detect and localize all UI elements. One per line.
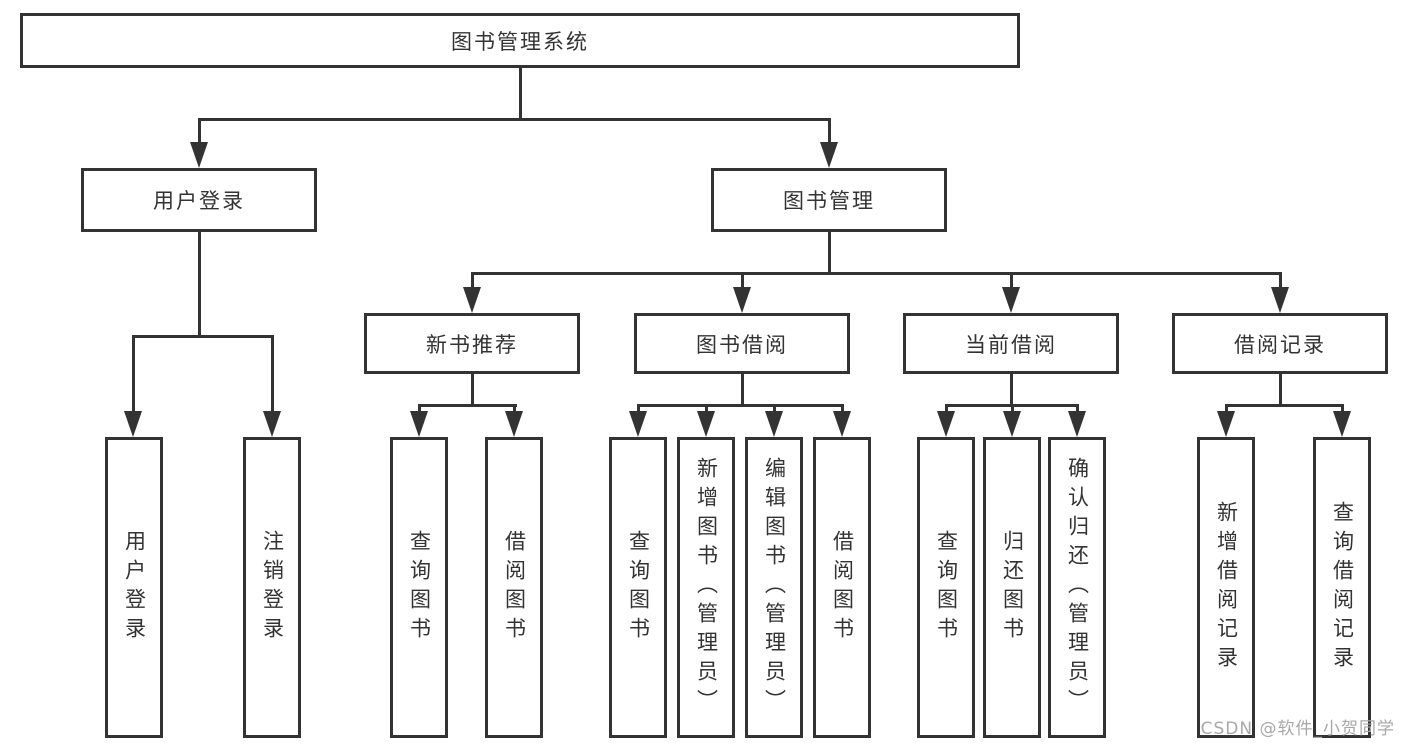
leaf-label: 查询图书 (407, 529, 432, 646)
node-label: 新书推荐 (426, 332, 518, 357)
leaf-label: 查询借阅记录 (1330, 500, 1355, 675)
connector-level3-stem (741, 272, 744, 290)
node-library-management-system: 图书管理系统 (20, 13, 1020, 68)
connector-user-login-stem (198, 118, 201, 146)
connector-user-login-stub (198, 232, 201, 338)
arrow-down-icon (765, 411, 783, 437)
node-label: 图书管理系统 (451, 29, 589, 54)
node-new-book-recommend: 新书推荐 (364, 313, 580, 374)
connector-book-borrow-bar (637, 404, 844, 407)
arrow-down-icon (1217, 411, 1235, 437)
leaf-query-books-recommend: 查询图书 (390, 437, 448, 738)
connector-root-bar (198, 118, 831, 121)
arrow-down-icon (820, 142, 838, 168)
arrow-down-icon (1068, 411, 1086, 437)
connector-book-management-stem (828, 118, 831, 146)
node-book-management: 图书管理 (711, 168, 947, 232)
node-label: 当前借阅 (965, 332, 1057, 357)
connector-level3-stem (1279, 272, 1282, 290)
arrow-down-icon (1333, 411, 1351, 437)
node-label: 用户登录 (153, 189, 245, 213)
leaf-label: 用户登录 (122, 529, 147, 646)
leaf-label: 借阅图书 (830, 529, 855, 646)
leaf-label: 借阅图书 (502, 529, 527, 646)
leaf-label: 查询图书 (626, 529, 651, 646)
leaf-logout: 注销登录 (243, 437, 301, 738)
connector-leaf-stem (1076, 404, 1079, 416)
node-borrow-records: 借阅记录 (1172, 313, 1388, 374)
arrow-down-icon (505, 411, 523, 437)
leaf-label: 编辑图书（管理员） (762, 457, 787, 718)
leaf-add-book-admin: 新增图书（管理员） (677, 437, 735, 738)
connector-user-login-bar (132, 335, 274, 338)
node-label: 图书管理 (783, 189, 875, 213)
leaf-label: 注销登录 (260, 529, 285, 646)
leaf-label: 新增图书（管理员） (694, 457, 719, 718)
connector-leaf-stem (705, 404, 708, 416)
arrow-down-icon (124, 411, 142, 437)
node-label: 图书借阅 (696, 332, 788, 357)
arrow-down-icon (629, 411, 647, 437)
csdn-watermark: CSDN @软件_小贺同学 (1200, 719, 1395, 739)
connector-new-book-stub (471, 374, 474, 407)
arrow-down-icon (263, 411, 281, 437)
connector-borrow-records-stub (1279, 374, 1282, 407)
leaf-borrow-books: 借阅图书 (813, 437, 871, 738)
leaf-label: 查询图书 (934, 529, 959, 646)
leaf-return-books: 归还图书 (983, 437, 1041, 738)
connector-leaf-stem (945, 404, 948, 416)
leaf-query-books-borrow: 查询图书 (609, 437, 667, 738)
arrow-down-icon (1003, 411, 1021, 437)
connector-book-borrow-stub (741, 374, 744, 407)
arrow-down-icon (410, 411, 428, 437)
leaf-label: 确认归还（管理员） (1065, 457, 1090, 718)
connector-root-stub (519, 66, 522, 119)
arrow-down-icon (1271, 287, 1289, 313)
connector-current-borrow-stub (1010, 374, 1013, 407)
arrow-down-icon (190, 142, 208, 168)
connector-book-management-stub (828, 232, 831, 275)
leaf-query-books-current: 查询图书 (917, 437, 975, 738)
connector-level3-stem (1010, 272, 1013, 290)
arrow-down-icon (463, 287, 481, 313)
leaf-query-borrow-record: 查询借阅记录 (1313, 437, 1371, 738)
connector-leaf-stem (271, 335, 274, 413)
connector-new-book-bar (418, 404, 517, 407)
node-user-login: 用户登录 (81, 168, 317, 232)
connector-leaf-stem (1225, 404, 1228, 416)
node-current-borrow: 当前借阅 (903, 313, 1119, 374)
connector-leaf-stem (1011, 404, 1014, 416)
leaf-user-login: 用户登录 (105, 437, 163, 738)
connector-borrow-records-bar (1225, 404, 1344, 407)
arrow-down-icon (937, 411, 955, 437)
node-book-borrow: 图书借阅 (634, 313, 850, 374)
connector-leaf-stem (513, 404, 516, 416)
connector-leaf-stem (773, 404, 776, 416)
arrow-down-icon (1002, 287, 1020, 313)
leaf-edit-book-admin: 编辑图书（管理员） (745, 437, 803, 738)
connector-leaf-stem (1341, 404, 1344, 416)
node-label: 借阅记录 (1234, 332, 1326, 357)
leaf-borrow-books-recommend: 借阅图书 (485, 437, 543, 738)
connector-leaf-stem (841, 404, 844, 416)
connector-leaf-stem (418, 404, 421, 416)
arrow-down-icon (697, 411, 715, 437)
leaf-label: 归还图书 (1000, 529, 1025, 646)
arrow-down-icon (733, 287, 751, 313)
leaf-confirm-return-admin: 确认归还（管理员） (1048, 437, 1106, 738)
connector-book-management-bar (471, 272, 1282, 275)
connector-leaf-stem (132, 335, 135, 413)
connector-leaf-stem (637, 404, 640, 416)
leaf-add-borrow-record: 新增借阅记录 (1197, 437, 1255, 738)
arrow-down-icon (833, 411, 851, 437)
leaf-label: 新增借阅记录 (1214, 500, 1239, 675)
connector-level3-stem (471, 272, 474, 290)
